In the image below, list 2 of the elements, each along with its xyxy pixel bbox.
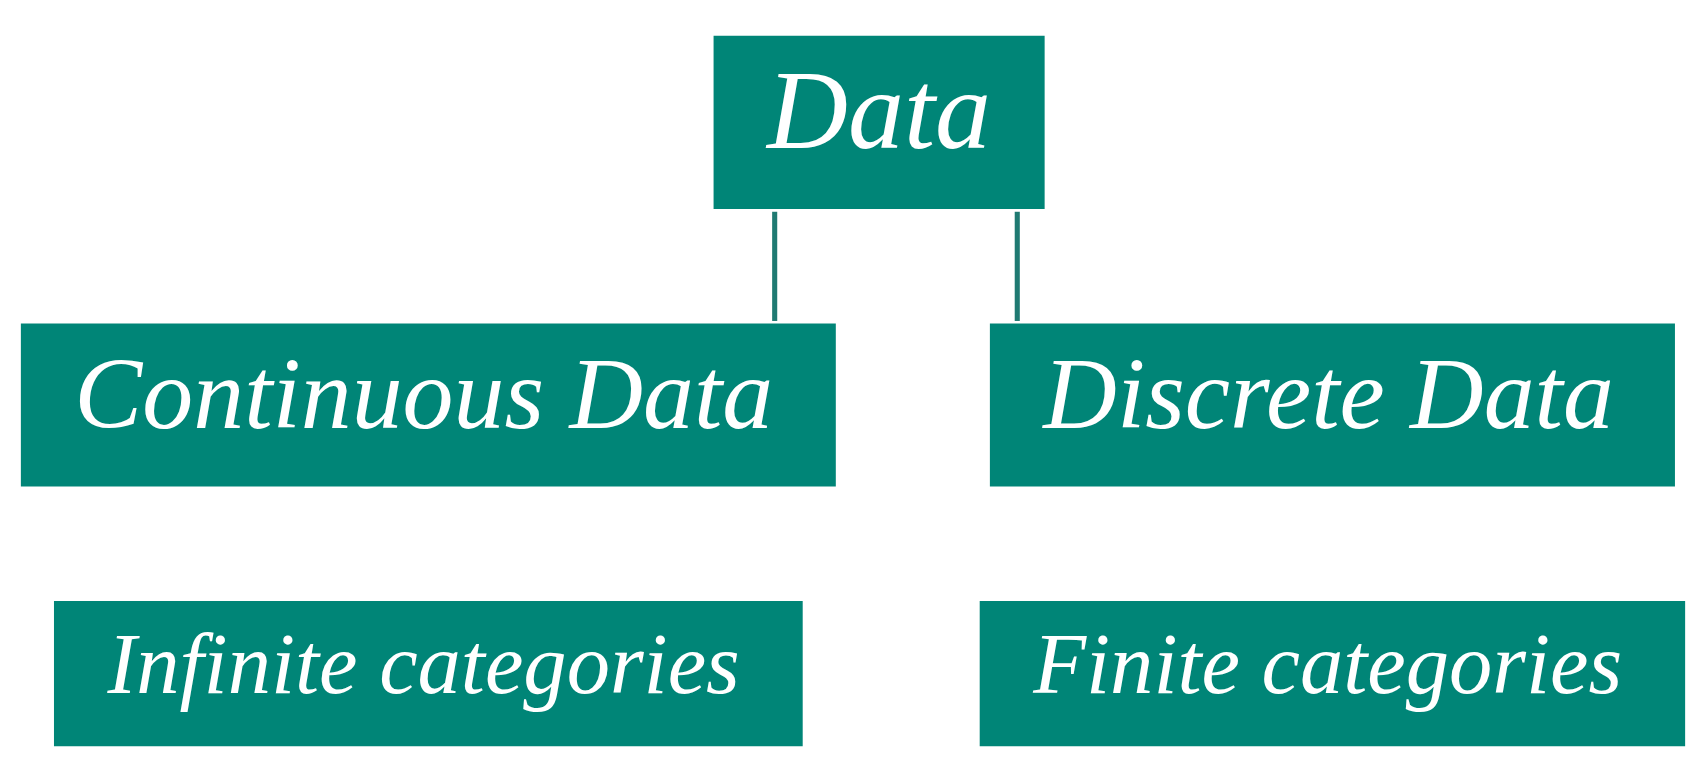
connector bbox=[1014, 211, 1020, 321]
connector bbox=[772, 211, 778, 321]
